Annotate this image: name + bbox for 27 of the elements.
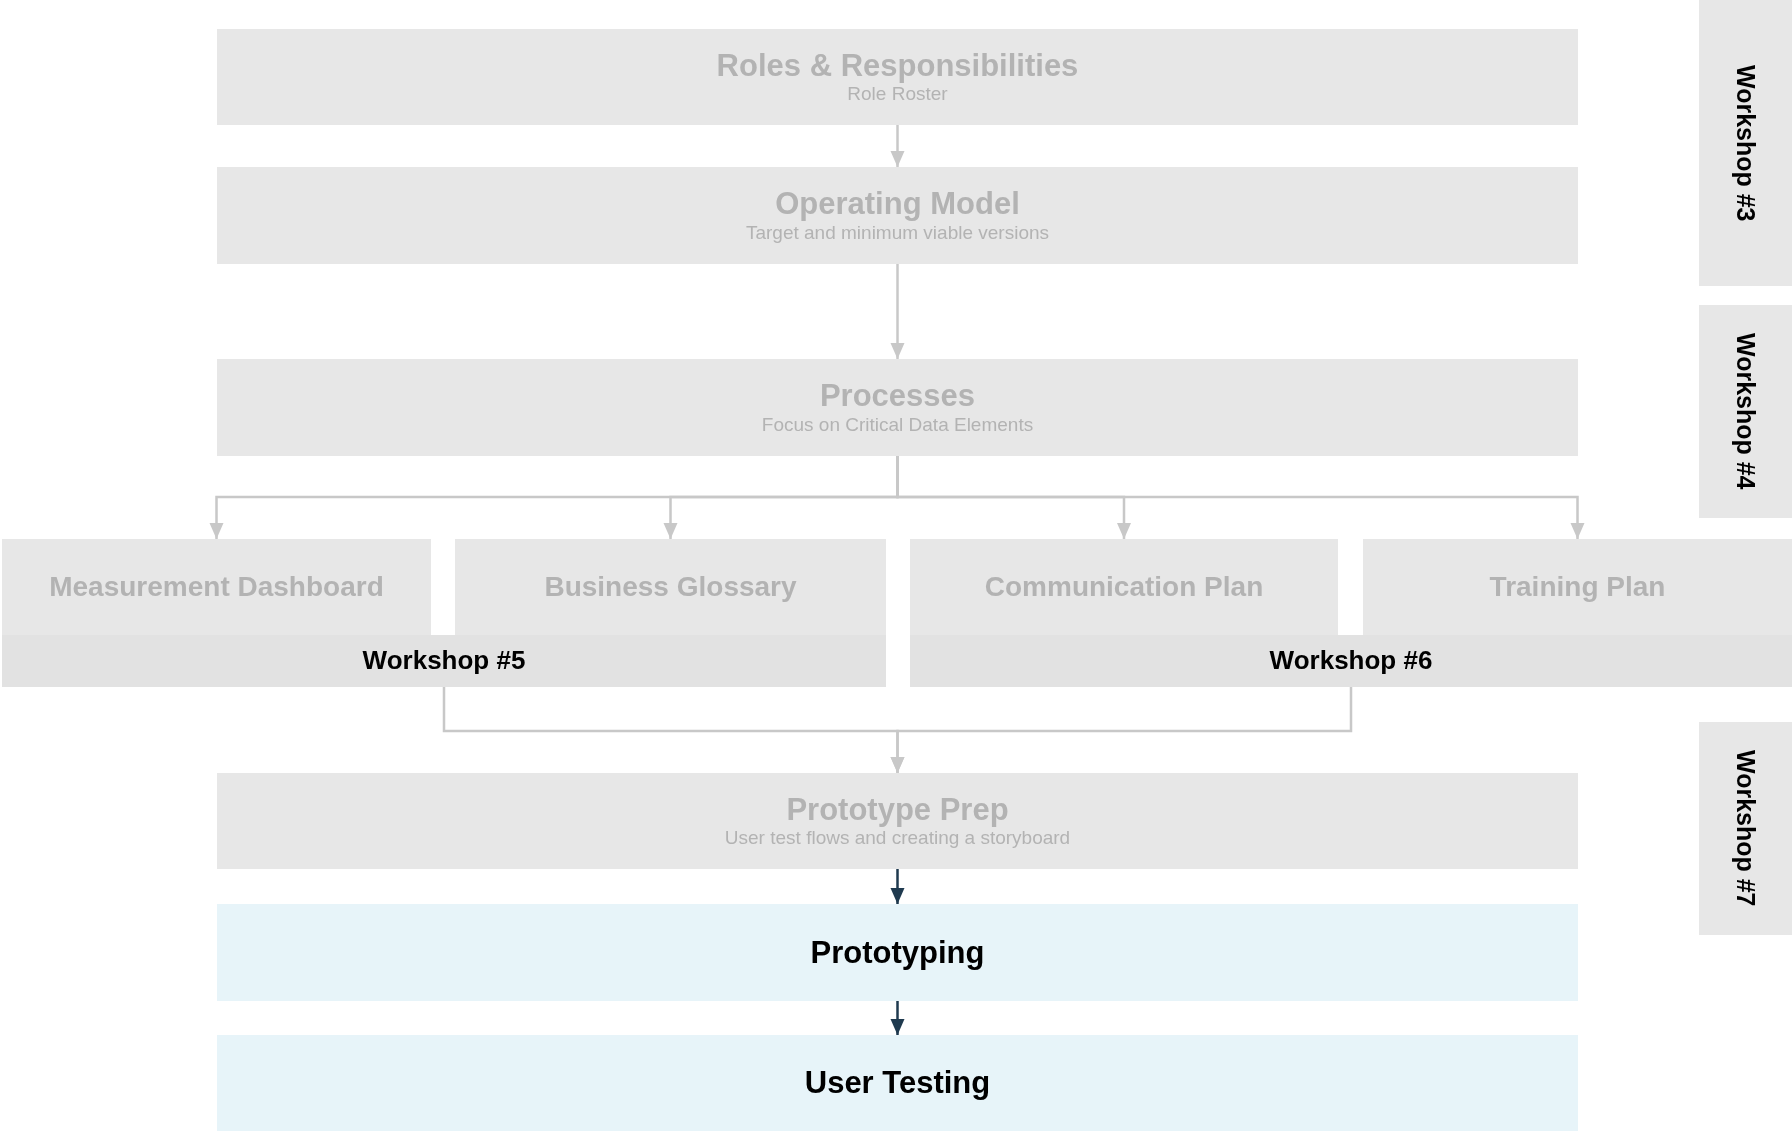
workshop-band	[910, 635, 1792, 687]
flow-box	[217, 167, 1578, 264]
workshop-tab	[1699, 305, 1792, 518]
box-title: Workshop #5	[362, 646, 526, 676]
flow-box	[455, 539, 886, 635]
box-title: Workshop #4	[1732, 333, 1759, 490]
flow-box	[1363, 539, 1792, 635]
arrow	[890, 125, 905, 167]
flow-box	[217, 773, 1578, 869]
flow-box	[2, 539, 431, 635]
workshop-tab	[1699, 722, 1792, 935]
box-title: User Testing	[804, 1065, 991, 1101]
box-title: Workshop #7	[1732, 750, 1759, 907]
flow-box	[217, 29, 1578, 125]
flow-box	[217, 1035, 1578, 1131]
arrow	[890, 1001, 905, 1035]
flow-box	[217, 359, 1578, 456]
arrow	[890, 687, 1353, 773]
flow-box	[217, 904, 1578, 1001]
box-title: Prototyping	[810, 934, 985, 971]
flow-box	[910, 539, 1338, 635]
arrow	[890, 264, 905, 359]
box-title: Workshop #6	[1269, 646, 1433, 676]
box-title: Workshop #3	[1732, 64, 1759, 222]
workshop-band	[2, 635, 886, 687]
arrow	[890, 869, 905, 904]
workshop-tab	[1699, 0, 1792, 286]
